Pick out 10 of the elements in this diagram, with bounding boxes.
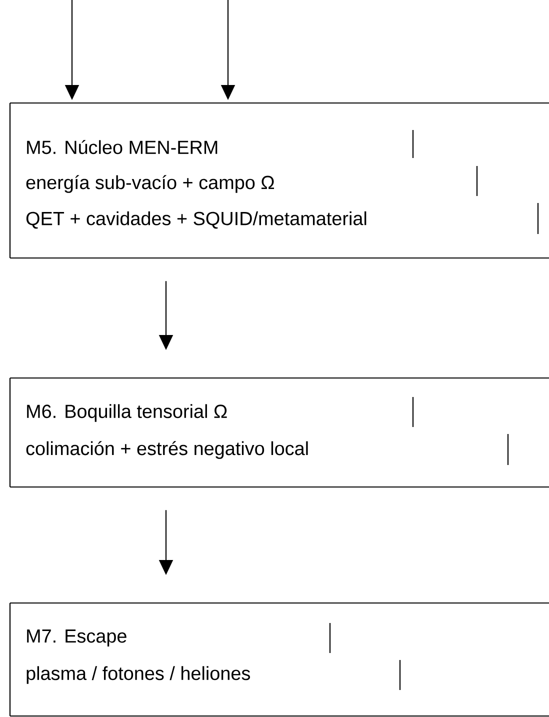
process-box [9,602,549,717]
process-box [9,377,549,488]
box-text: energía sub-vacío + campo Ω [26,175,274,193]
box-text: M5. Núcleo MEN-ERM [27,140,218,154]
box-text: colimación + estrés negativo local [26,441,308,459]
box-text: M7. Escape [27,630,126,646]
box-text: QET + cavidades + SQUID/metamaterial [26,211,366,229]
box-text: M6. Boquilla tensorial Ω [27,404,227,422]
box-text: plasma / fotones / heliones [26,666,250,684]
process-box [9,102,549,259]
